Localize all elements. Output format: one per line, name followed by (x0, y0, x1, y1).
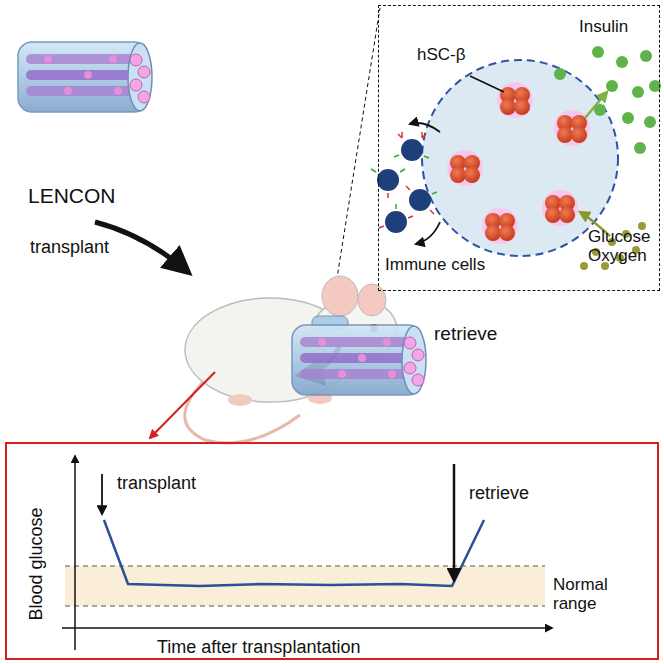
device-name: LENCON (28, 184, 116, 207)
axis-event: retrieve (469, 484, 529, 504)
part-label: Immune cells (385, 256, 485, 275)
axis-event: transplant (117, 474, 196, 494)
axis-title: Time after transplantation (157, 638, 360, 658)
device-group: LENCON (10, 36, 170, 216)
zoom-panel: hSC-β InsulinImmune cells Glucose Oxygen (378, 5, 660, 291)
retrieved-device: retrieve (288, 318, 503, 404)
graph-panel: transplant retrieveNormal range Blood gluc… (5, 442, 659, 660)
part-label: Insulin (579, 18, 628, 37)
range-label: Normal range (553, 576, 653, 613)
part-label: Glucose Oxygen (588, 228, 656, 265)
step-label: transplant (30, 238, 109, 258)
axis-title: Blood glucose (27, 507, 47, 620)
step-label: retrieve (434, 324, 497, 345)
part-label: hSC-β (417, 46, 466, 65)
